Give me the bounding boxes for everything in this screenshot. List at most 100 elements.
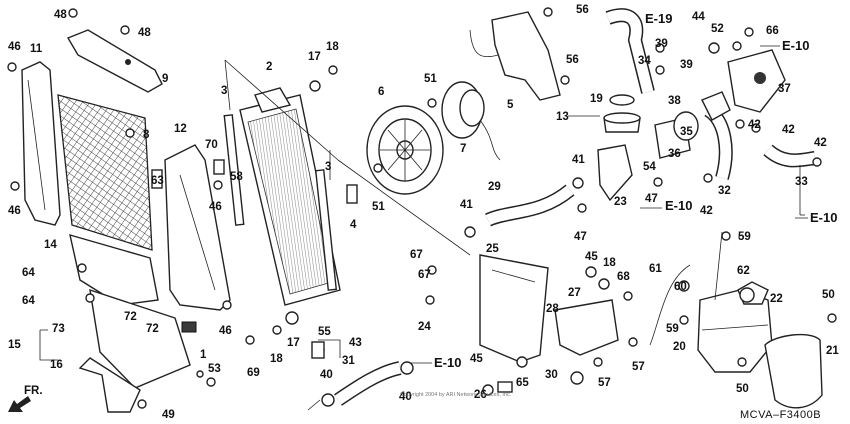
svg-text:41: 41 [460,199,473,211]
reference-mark-e10: E-10 [434,355,461,370]
stay-bracket-27 [554,299,619,356]
filler-neck [597,144,633,202]
svg-text:9: 9 [162,73,168,85]
svg-text:29: 29 [488,181,501,193]
svg-text:26: 26 [474,389,487,401]
svg-text:42: 42 [782,124,795,136]
radiator-side-shroud [21,61,61,226]
svg-text:24: 24 [418,321,431,333]
callout-labels: 46 11 48 48 9 8 46 14 64 64 73 15 16 FR.… [8,4,839,421]
svg-text:28: 28 [546,303,559,315]
svg-text:46: 46 [8,205,21,217]
fan-shroud-bracket [469,11,561,101]
svg-text:70: 70 [205,139,218,151]
svg-text:18: 18 [603,257,616,269]
svg-text:38: 38 [668,95,681,107]
svg-text:48: 48 [138,27,151,39]
svg-text:56: 56 [566,54,579,66]
reference-mark-e10: E-10 [665,198,692,213]
svg-text:65: 65 [516,377,529,389]
svg-text:3: 3 [325,161,331,173]
front-arrow-label: FR. [24,385,43,397]
svg-text:40: 40 [399,391,412,403]
svg-text:25: 25 [486,243,499,255]
svg-text:17: 17 [308,51,321,63]
water-hose-33 [763,144,816,168]
svg-text:43: 43 [349,337,362,349]
svg-text:31: 31 [342,355,355,367]
svg-text:27: 27 [568,287,581,299]
svg-text:13: 13 [556,111,569,123]
svg-text:72: 72 [124,311,137,323]
reference-mark-e10: E-10 [810,210,837,225]
svg-text:42: 42 [700,205,713,217]
svg-text:18: 18 [270,353,283,365]
svg-text:2: 2 [266,61,272,73]
svg-text:37: 37 [778,83,791,95]
svg-text:45: 45 [585,251,598,263]
svg-text:14: 14 [44,239,57,251]
svg-text:39: 39 [680,59,693,71]
svg-text:58: 58 [230,171,243,183]
svg-text:40: 40 [320,369,333,381]
svg-text:60: 60 [674,281,687,293]
svg-text:34: 34 [638,55,651,67]
water-hose-34 [605,8,655,94]
svg-text:59: 59 [738,231,751,243]
svg-text:53: 53 [208,363,221,375]
svg-text:64: 64 [22,267,35,279]
svg-text:7: 7 [460,143,466,155]
svg-text:41: 41 [572,154,585,166]
lower-bracket-assembly [69,234,197,413]
svg-text:12: 12 [174,123,187,135]
svg-text:30: 30 [545,369,558,381]
svg-text:20: 20 [673,341,686,353]
radiator-grille-mesh [57,94,153,251]
svg-text:33: 33 [795,176,808,188]
svg-text:64: 64 [22,295,35,307]
svg-text:48: 48 [54,9,67,21]
svg-text:62: 62 [737,265,750,277]
radiator-cap [603,94,641,133]
svg-text:46: 46 [219,325,232,337]
svg-text:23: 23 [614,196,627,208]
svg-text:56: 56 [576,4,589,16]
svg-text:8: 8 [143,129,150,141]
upper-bracket [66,29,163,93]
svg-text:46: 46 [209,201,222,213]
svg-text:18: 18 [326,41,339,53]
svg-text:17: 17 [287,337,300,349]
svg-text:50: 50 [822,289,835,301]
svg-text:19: 19 [590,93,603,105]
svg-text:68: 68 [617,271,630,283]
svg-text:47: 47 [574,231,587,243]
svg-text:15: 15 [8,339,21,351]
svg-text:21: 21 [826,345,839,357]
reserve-tank-cover [764,333,823,409]
water-pump-cover [654,111,699,159]
water-hose-40 [334,361,402,406]
svg-text:73: 73 [52,323,65,335]
svg-text:42: 42 [748,119,761,131]
svg-text:69: 69 [247,367,260,379]
svg-text:32: 32 [718,185,731,197]
thermostat-housing [701,49,786,121]
svg-text:57: 57 [598,377,611,389]
reference-mark-e10: E-10 [782,38,809,53]
water-hose-32 [703,103,733,180]
bolts-and-clamps [7,7,837,409]
svg-text:5: 5 [507,99,514,111]
svg-text:44: 44 [692,11,705,23]
svg-text:51: 51 [424,73,437,85]
svg-text:35: 35 [680,126,693,138]
svg-text:47: 47 [645,193,658,205]
svg-text:16: 16 [50,359,63,371]
radiator-core [223,87,341,306]
svg-text:4: 4 [350,219,357,231]
svg-text:55: 55 [318,326,331,338]
air-guide [479,254,549,363]
fan-motor [441,81,501,161]
svg-text:42: 42 [814,137,827,149]
leader-lines [39,59,805,411]
